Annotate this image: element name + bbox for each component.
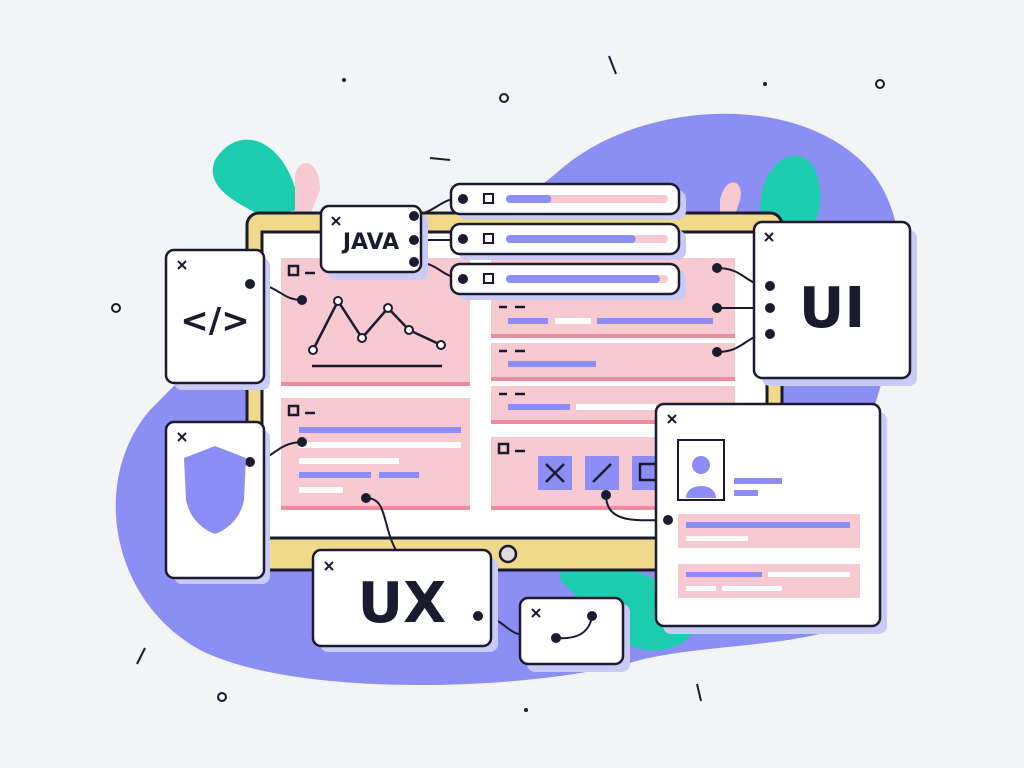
pink-leaf: [720, 182, 741, 215]
checkbox-icon: [483, 193, 494, 204]
close-icon: [177, 216, 774, 618]
ui-label: UI: [799, 276, 865, 341]
connector-dot: [458, 234, 468, 244]
java-label: JAVA: [341, 230, 399, 255]
teal-leaf: [760, 155, 821, 230]
connector-dot: [458, 194, 468, 204]
connector-dot: [458, 274, 468, 284]
ui-card: [752, 220, 912, 380]
code-label: </>: [180, 301, 249, 341]
progress-rows: [449, 182, 686, 300]
curve-card: [518, 596, 625, 666]
profile-content: [677, 439, 860, 598]
progress-fill: [506, 275, 660, 283]
shield-icon: [184, 446, 246, 534]
line-chart: [311, 298, 442, 351]
avatar-icon: [692, 456, 710, 474]
ux-card: [311, 548, 493, 648]
code-card: [164, 248, 266, 385]
checkbox-icon: [483, 273, 494, 284]
checkbox-icon: [483, 233, 494, 244]
java-card: [319, 204, 423, 274]
decorative-dots: [111, 55, 885, 702]
monitor-button: [498, 544, 518, 564]
teal-leaf: [212, 139, 300, 215]
ux-label: UX: [358, 571, 447, 636]
pink-leaf: [295, 163, 320, 215]
progress-fill: [506, 195, 552, 203]
progress-fill: [506, 235, 636, 243]
